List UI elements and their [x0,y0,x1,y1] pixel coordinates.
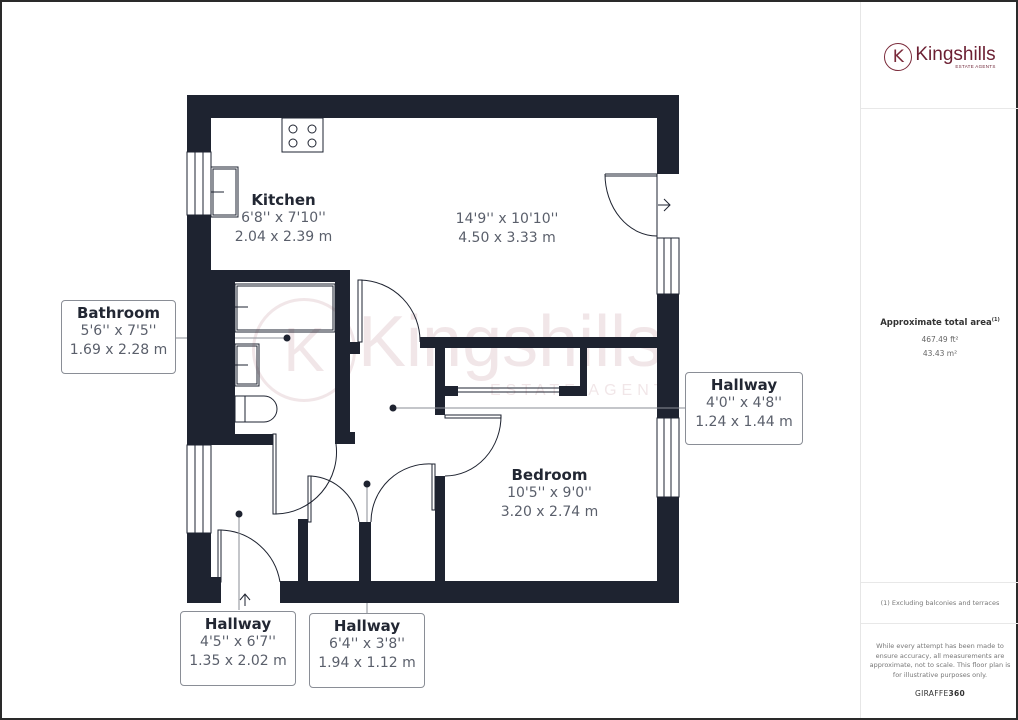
logo-letter: K [892,47,904,67]
floorplan-area: K Kingshills ESTATE AGENTS [2,2,860,718]
room-dim-imperial: 4'5'' x 6'7'' [200,634,276,650]
brand-name: Kingshills [915,43,996,65]
footnote: (1) Excluding balconies and terraces [880,599,1000,607]
divider [861,623,1018,624]
total-area-title: Approximate total area [880,317,992,328]
room-name: Kitchen [251,191,316,209]
room-dim-imperial: 5'6'' x 7'5'' [80,323,157,339]
room-name: Hallway [333,617,401,635]
provider-name-a: GIRAFFE [914,689,949,698]
info-panel: K Kingshills ESTATE AGENTS Approximate t… [860,2,1018,718]
walls [187,95,679,603]
disclaimer: While every attempt has been made to ens… [869,642,1011,679]
callout-bathroom: Bathroom 5'6'' x 7'5'' 1.69 x 2.28 m [61,300,176,374]
total-area-heading: Approximate total area(1) [861,317,1018,328]
room-dim-imperial: 4'0'' x 4'8'' [706,395,782,411]
divider [861,582,1018,583]
room-dim-metric: 1.24 x 1.44 m [695,414,793,430]
total-area-ft: 467.49 ft² [921,335,959,344]
footnote-marker: (1) [991,317,1000,323]
callout-hallway-right: Hallway 4'0'' x 4'8'' 1.24 x 1.44 m [685,372,803,445]
room-dim-metric: 1.35 x 2.02 m [189,653,287,669]
provider-name-b: 360 [948,689,966,698]
logo-k-icon: K [884,43,913,71]
fixtures [176,117,685,614]
logo-text: Kingshills ESTATE AGENTS [915,45,995,70]
divider [861,108,1018,109]
leader-dots [235,334,397,518]
provider-logo: GIRAFFE360 [861,689,1018,698]
room-dim-imperial: 10'5'' x 9'0'' [507,485,592,501]
callout-hallway-middle: Hallway 6'4'' x 3'8'' 1.94 x 1.12 m [309,613,425,688]
room-dim-metric: 3.20 x 2.74 m [500,504,599,520]
room-dim-imperial: 6'8'' x 7'10'' [241,210,326,226]
room-dim-metric: 4.50 x 3.33 m [458,230,556,246]
room-living: 14'9'' x 10'10'' 4.50 x 3.33 m [432,210,582,248]
room-dim-metric: 1.94 x 1.12 m [318,655,416,671]
room-bedroom: Bedroom 10'5'' x 9'0'' 3.20 x 2.74 m [482,466,617,522]
room-name: Bathroom [76,304,161,322]
room-kitchen: Kitchen 6'8'' x 7'10'' 2.04 x 2.39 m [216,191,351,247]
room-name: Bedroom [511,466,588,484]
room-name: Hallway [204,615,272,633]
room-dim-imperial: 6'4'' x 3'8'' [329,636,405,652]
floorplan-drawing [176,95,685,614]
brand-logo: K Kingshills ESTATE AGENTS [861,40,1018,74]
callout-hallway-entry: Hallway 4'5'' x 6'7'' 1.35 x 2.02 m [180,611,296,686]
room-dim-imperial: 14'9'' x 10'10'' [455,211,559,227]
room-name: Hallway [710,376,778,394]
brand-subtitle: ESTATE AGENTS [955,63,996,69]
room-dim-metric: 1.69 x 2.28 m [69,342,168,358]
total-area-m: 43.43 m² [922,349,958,358]
room-dim-metric: 2.04 x 2.39 m [234,229,333,245]
